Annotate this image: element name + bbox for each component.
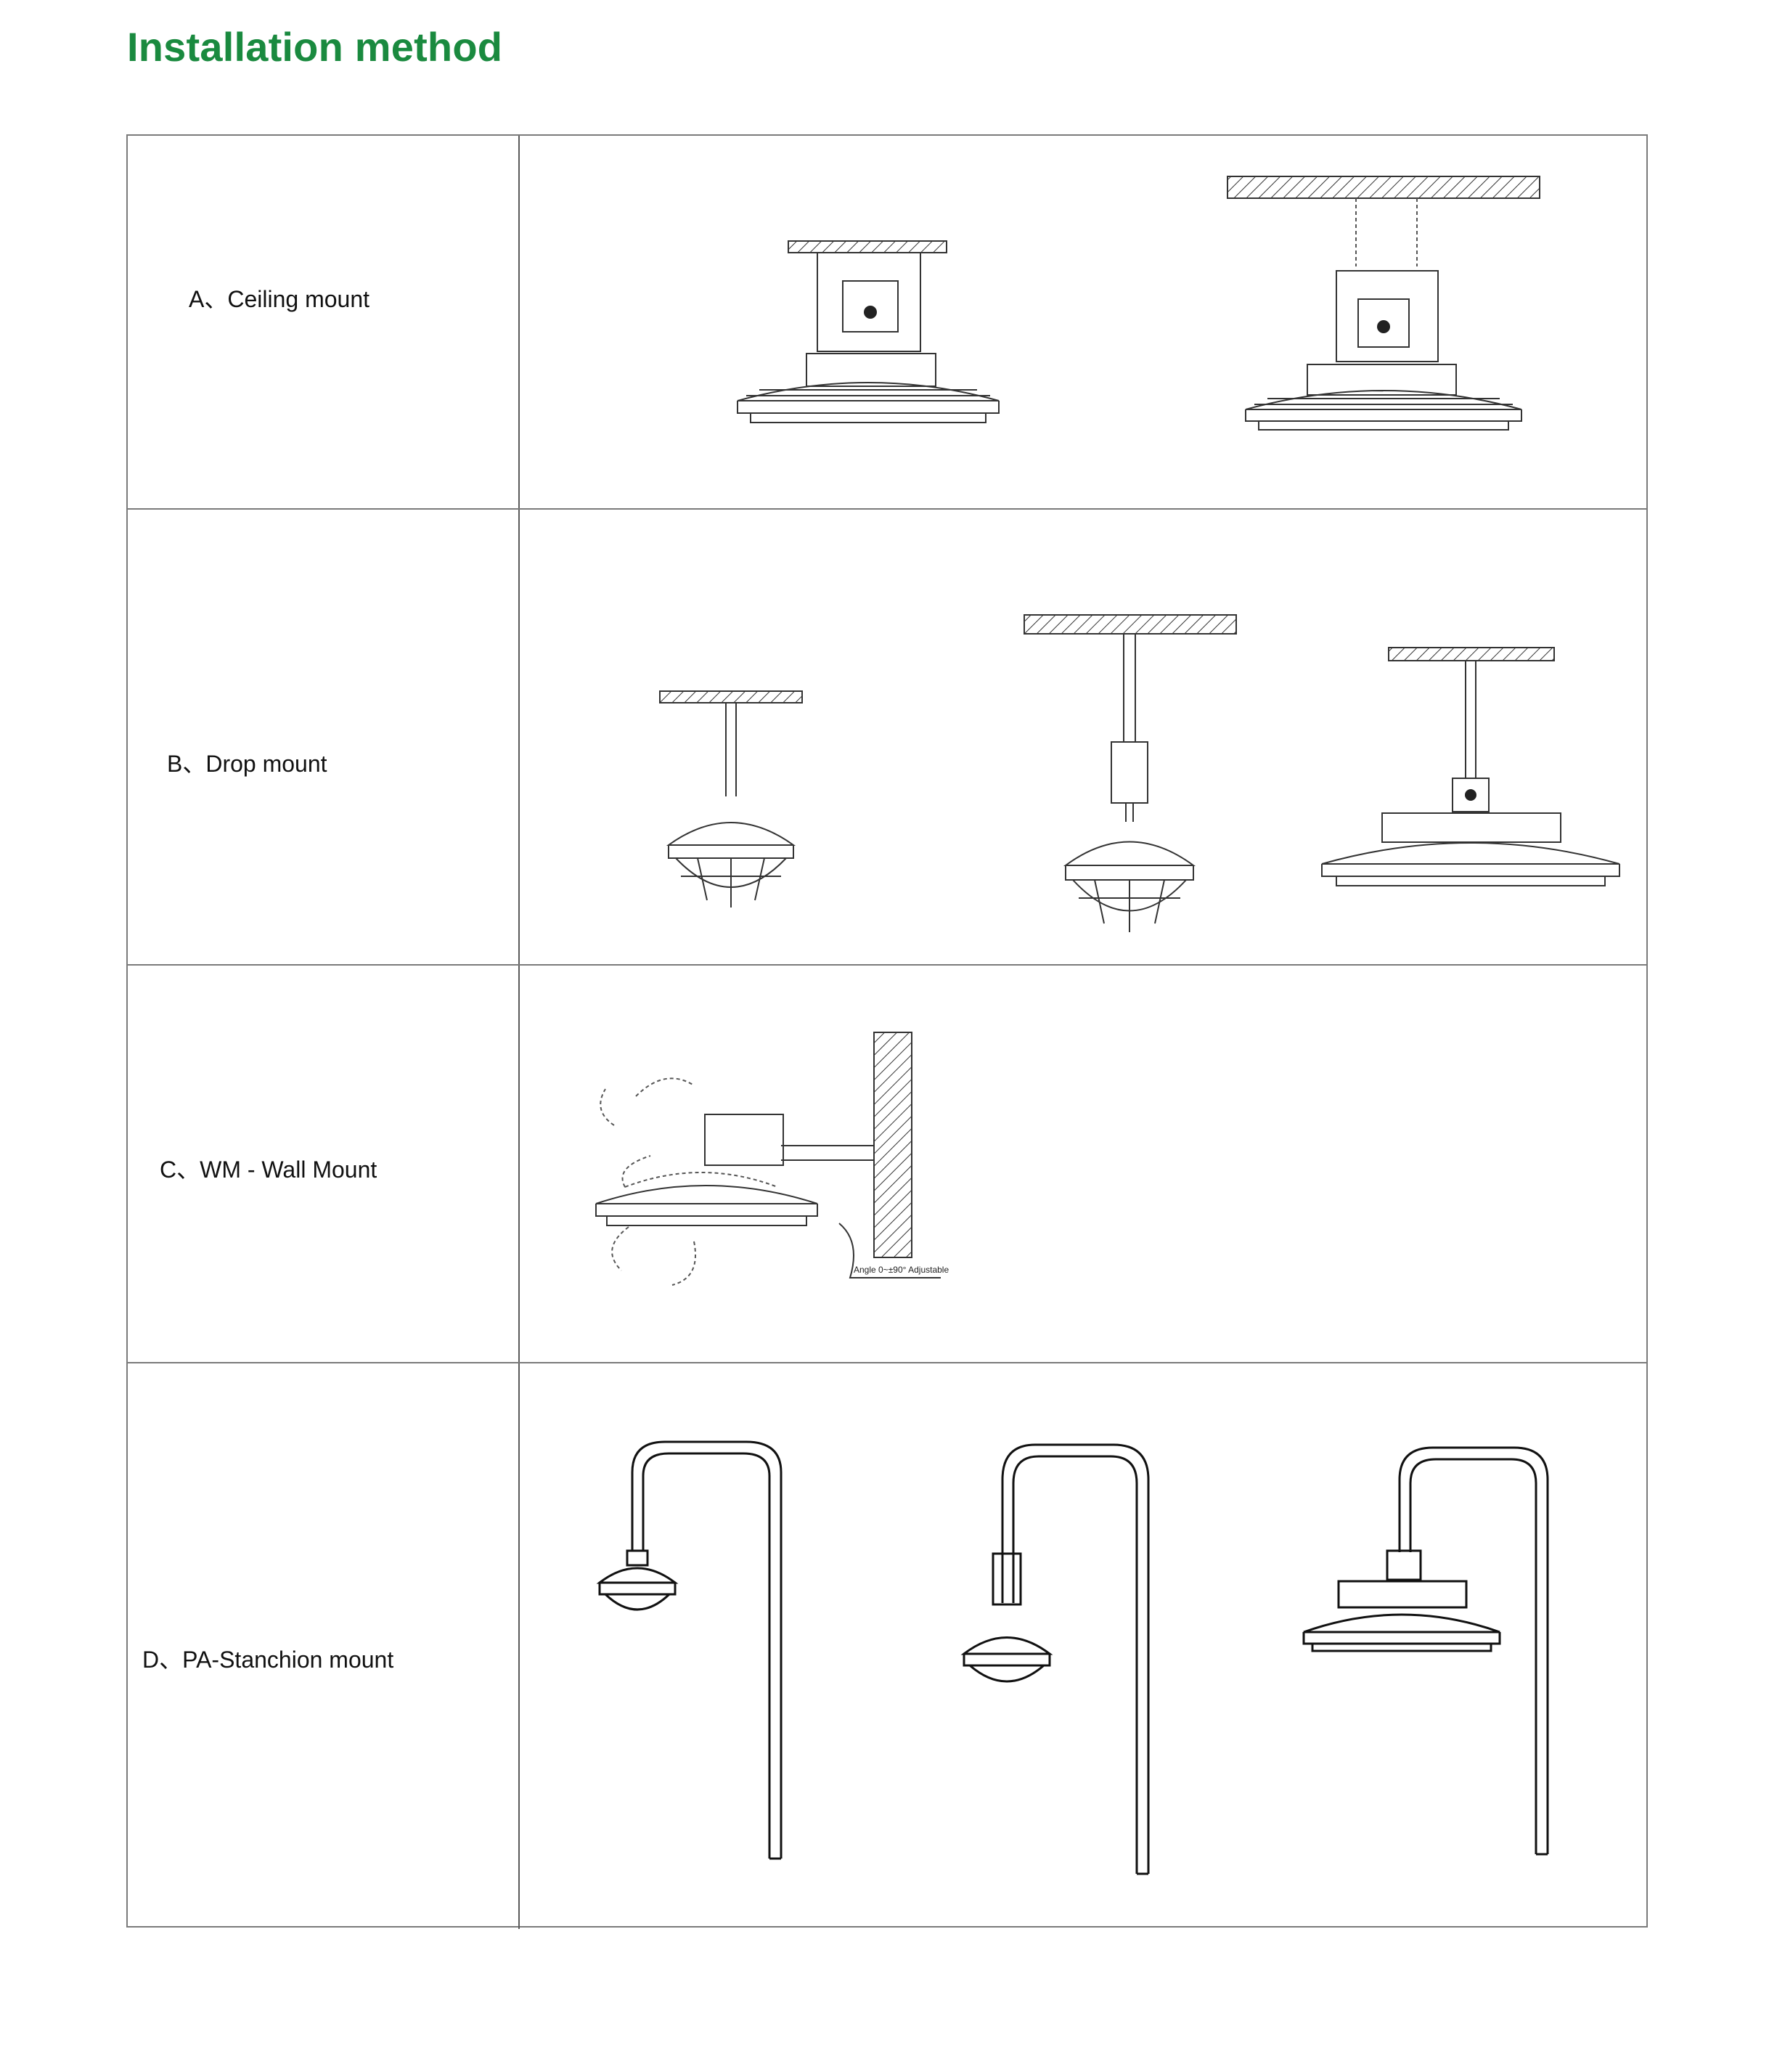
table-row-ceiling-mount: A、Ceiling mount xyxy=(128,136,1646,510)
label-cell: B、Drop mount xyxy=(128,510,520,964)
row-label-stanchion-mount: D、PA-Stanchion mount xyxy=(142,1647,394,1673)
wall-mount-annotation: Angle 0~±90° Adjustable xyxy=(854,1265,949,1275)
wall-fixture: Angle 0~±90° Adjustable xyxy=(595,1032,949,1286)
illustration-ceiling-mount xyxy=(520,136,1646,508)
table-row-wall-mount: C、WM - Wall Mount xyxy=(128,966,1646,1363)
table-row-drop-mount: B、Drop mount xyxy=(128,510,1646,966)
wall-mount-drawing: Angle 0~±90° Adjustable xyxy=(595,1032,949,1286)
illustration-wall-mount: Angle 0~±90° Adjustable xyxy=(520,966,1646,1362)
stanchion-fixture-2 xyxy=(960,1443,1150,1875)
row-label-ceiling-mount: A、Ceiling mount xyxy=(189,286,370,312)
label-cell: A、Ceiling mount xyxy=(128,136,520,508)
illustration-stanchion-mount xyxy=(520,1363,1646,1929)
label-cell: D、PA-Stanchion mount xyxy=(128,1363,520,1929)
row-label-wall-mount: C、WM - Wall Mount xyxy=(160,1157,377,1183)
ceiling-fixture-1 xyxy=(737,240,1000,423)
drop-fixture-3 xyxy=(1321,647,1620,886)
stanchion-mount-drawing xyxy=(596,1440,1549,1875)
drop-fixture-1 xyxy=(659,690,803,907)
ceiling-mount-drawing xyxy=(737,176,1540,431)
table-row-stanchion-mount: D、PA-Stanchion mount xyxy=(128,1363,1646,1929)
stanchion-fixture-1 xyxy=(596,1440,783,1860)
row-label-drop-mount: B、Drop mount xyxy=(167,751,327,777)
page-title: Installation method xyxy=(127,24,503,70)
installation-table: A、Ceiling mount xyxy=(126,134,1648,1929)
ceiling-fixture-2 xyxy=(1227,176,1540,431)
label-cell: C、WM - Wall Mount xyxy=(128,966,520,1362)
illustration-drop-mount xyxy=(520,510,1646,964)
drop-fixture-2 xyxy=(1024,614,1237,932)
stanchion-fixture-3 xyxy=(1302,1446,1549,1856)
drop-mount-drawing xyxy=(659,614,1620,932)
